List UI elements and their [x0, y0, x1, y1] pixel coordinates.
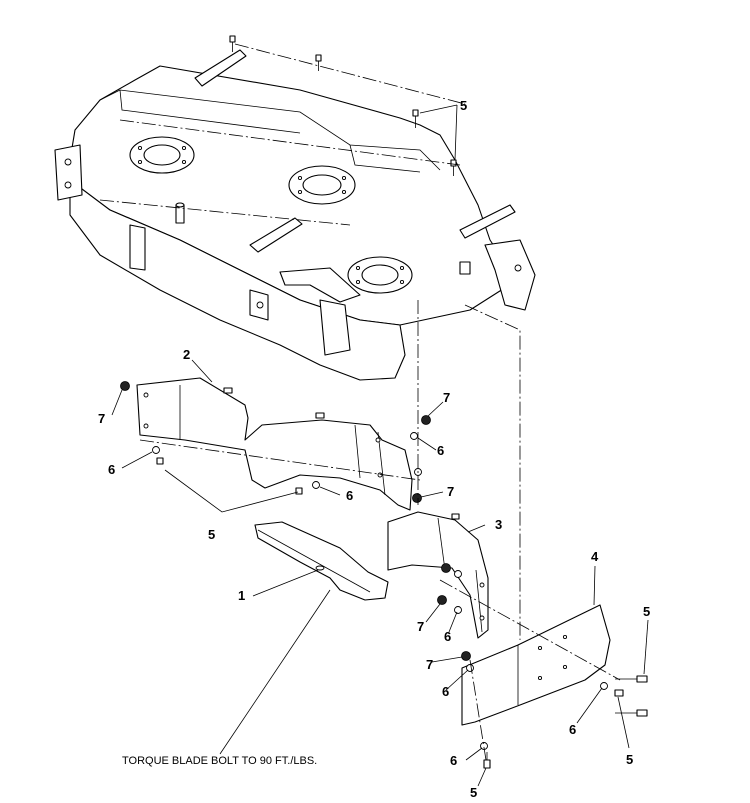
callout-1: 1 — [238, 588, 245, 603]
mower-deck — [54, 49, 536, 381]
callout-labels: 1 2 3 4 5 5 5 5 5 6 6 6 6 6 6 6 7 7 7 7 … — [98, 98, 650, 800]
callout-6: 6 — [442, 684, 449, 699]
callout-6: 6 — [346, 488, 353, 503]
callout-7: 7 — [98, 411, 105, 426]
callout-6: 6 — [437, 443, 444, 458]
callout-5: 5 — [626, 752, 633, 767]
callout-6: 6 — [569, 722, 576, 737]
callout-2: 2 — [183, 347, 190, 362]
callout-5: 5 — [460, 98, 467, 113]
callout-6: 6 — [450, 753, 457, 768]
callout-7: 7 — [417, 619, 424, 634]
deflector-plate-part-4 — [461, 604, 611, 726]
assembly-centerlines — [99, 43, 621, 761]
leader-lines — [111, 104, 649, 787]
callout-7: 7 — [443, 390, 450, 405]
callout-6: 6 — [444, 629, 451, 644]
baffle-part-2 — [136, 377, 413, 511]
callout-5: 5 — [208, 527, 215, 542]
deck-hardware — [229, 35, 457, 176]
callout-5: 5 — [470, 785, 477, 800]
fasteners — [120, 381, 648, 769]
blade-part-1 — [254, 521, 389, 601]
callout-7: 7 — [447, 484, 454, 499]
callout-4: 4 — [591, 549, 599, 564]
callout-6: 6 — [108, 462, 115, 477]
callout-3: 3 — [495, 517, 502, 532]
callout-7: 7 — [426, 657, 433, 672]
baffle-part-3 — [387, 511, 489, 639]
torque-note: TORQUE BLADE BOLT TO 90 FT./LBS. — [122, 755, 317, 767]
callout-5: 5 — [643, 604, 650, 619]
